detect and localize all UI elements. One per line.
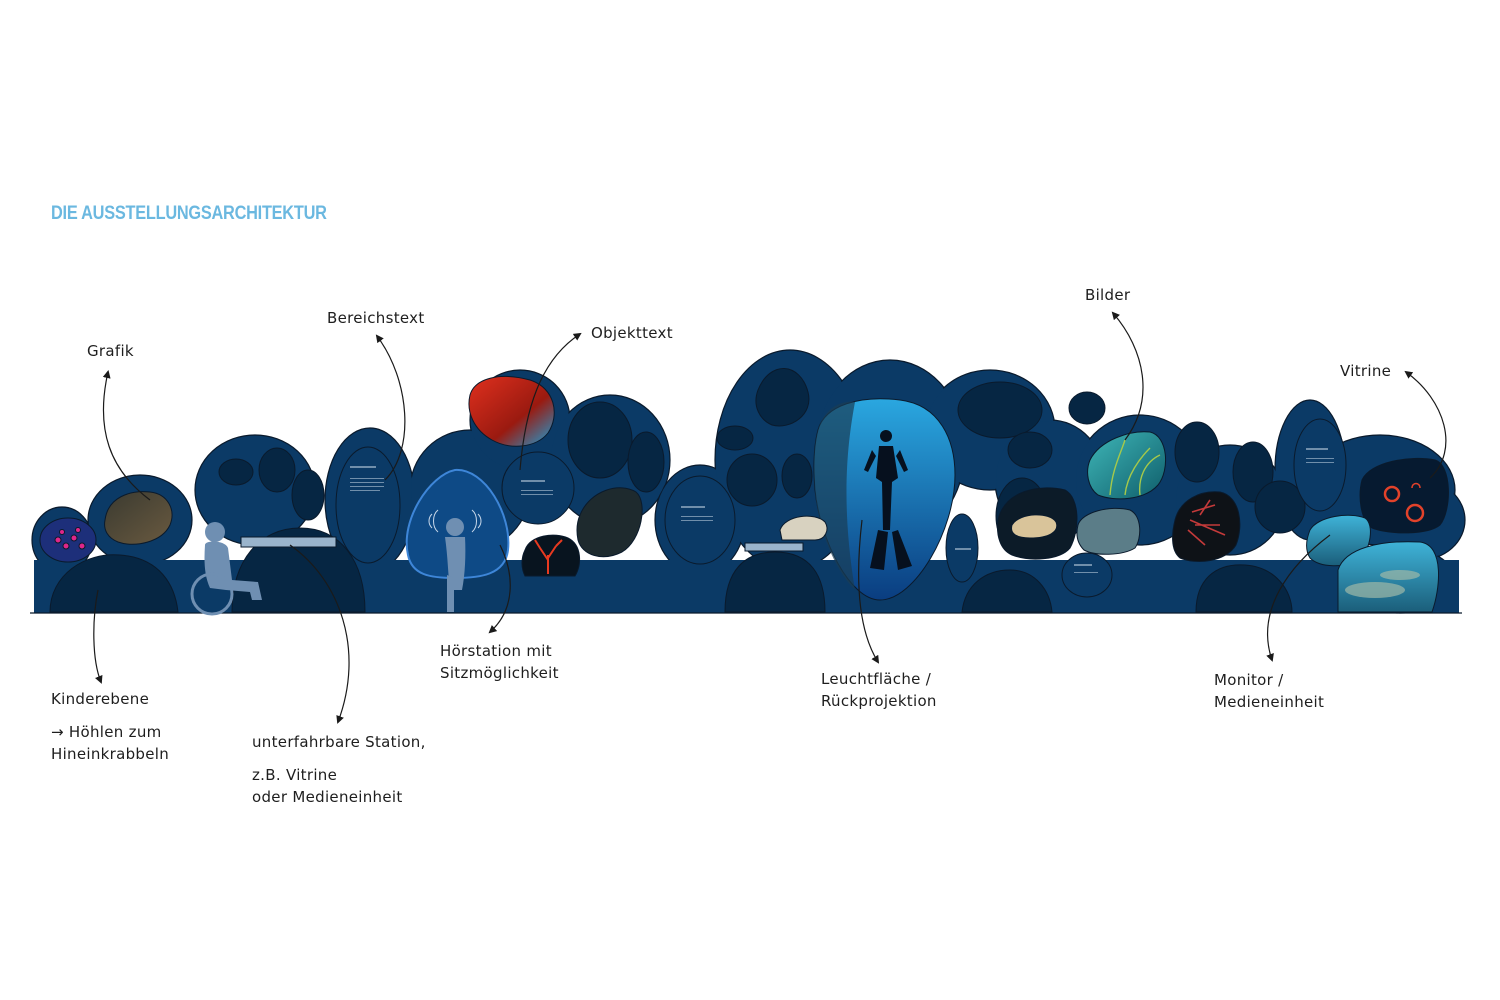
- page-title: DIE AUSSTELLUNGSARCHITEKTUR: [51, 203, 327, 224]
- cave-pockets: [49, 368, 1306, 613]
- label-hoehlen: → Höhlen zum: [51, 723, 162, 741]
- underrideable-shelf: [240, 536, 804, 552]
- label-oder-medieneinheit: oder Medieneinheit: [252, 788, 403, 806]
- arrows: [93, 311, 1447, 724]
- label-vitrine: Vitrine: [1340, 362, 1392, 380]
- label-bereichstext: Bereichstext: [327, 309, 425, 327]
- arrow-leuchtflaeche: [857, 519, 880, 664]
- arrow-grafik: [102, 370, 151, 501]
- arrow-bilder: [1111, 311, 1144, 441]
- label-grafik: Grafik: [87, 342, 134, 360]
- label-monitor-line1: Monitor /: [1214, 671, 1284, 689]
- arrow-unterfahrbar: [289, 544, 350, 724]
- label-kinderebene: Kinderebene: [51, 690, 150, 708]
- label-unterfahrbar: unterfahrbare Station,: [252, 733, 426, 751]
- label-monitor-line2: Medieneinheit: [1214, 693, 1325, 711]
- label-hoerstation-line1: Hörstation mit: [440, 642, 552, 660]
- diver-silhouette-icon: [864, 430, 912, 570]
- label-bilder: Bilder: [1085, 286, 1131, 304]
- arrow-objekttext: [519, 332, 582, 471]
- wheelchair-user-icon: [190, 522, 262, 616]
- arrow-monitor: [1266, 534, 1331, 662]
- label-hineinkrabbeln: Hineinkrabbeln: [51, 745, 170, 763]
- label-leuchtflaeche-line2: Rückprojektion: [821, 692, 937, 710]
- arrow-kinderebene: [93, 589, 103, 684]
- label-hoerstation-line2: Sitzmöglichkeit: [440, 664, 559, 682]
- arrow-hoerstation: [488, 544, 511, 634]
- listening-station: [405, 468, 510, 612]
- label-objekttext: Objekttext: [591, 324, 673, 342]
- arrow-vitrine: [1404, 370, 1447, 479]
- label-zb-vitrine: z.B. Vitrine: [252, 766, 338, 784]
- arrow-bereichstext: [375, 334, 406, 481]
- label-leuchtflaeche-line1: Leuchtfläche /: [821, 670, 932, 688]
